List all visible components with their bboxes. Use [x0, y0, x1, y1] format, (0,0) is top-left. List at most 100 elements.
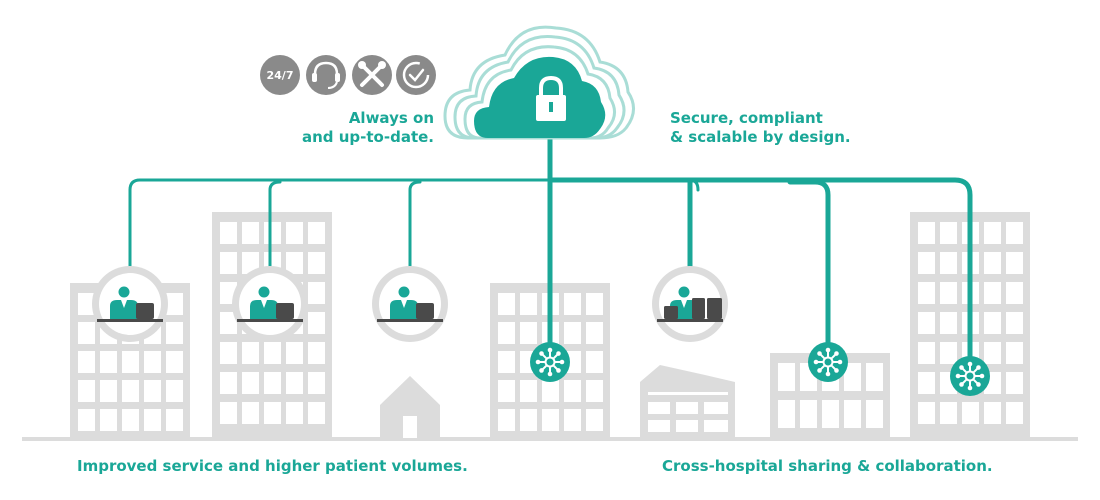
window — [918, 312, 935, 334]
cross-hospital-label: Cross-hospital sharing & collaboration. — [662, 457, 993, 475]
cloud-lock-icon — [443, 25, 635, 140]
window — [866, 400, 883, 428]
window — [940, 312, 957, 334]
window — [520, 322, 537, 344]
window — [220, 372, 237, 394]
window — [940, 402, 957, 424]
window — [940, 222, 957, 244]
workstation-icon — [92, 266, 168, 342]
window — [984, 222, 1001, 244]
warehouse-building — [640, 365, 735, 438]
window — [78, 322, 95, 344]
window — [166, 351, 183, 373]
always-on-line1: Always on — [348, 109, 434, 127]
24-7-badge-icon: 24/7 — [260, 55, 300, 95]
window — [78, 380, 95, 402]
window — [242, 252, 259, 274]
window — [286, 342, 303, 364]
window — [542, 409, 559, 431]
secure-line2: & scalable by design. — [670, 128, 851, 146]
window — [586, 409, 603, 431]
window — [100, 409, 117, 431]
window — [308, 282, 325, 304]
workstation-icon — [232, 266, 308, 342]
window — [1006, 282, 1023, 304]
window — [918, 252, 935, 274]
window — [822, 400, 839, 428]
window — [242, 372, 259, 394]
window — [918, 282, 935, 304]
window — [498, 409, 515, 431]
headset-icon — [306, 55, 346, 95]
secure-label: Secure, compliant & scalable by design. — [670, 109, 851, 147]
window — [564, 293, 581, 315]
window — [308, 372, 325, 394]
window — [918, 372, 935, 394]
window — [984, 252, 1001, 274]
window — [984, 282, 1001, 304]
window — [78, 409, 95, 431]
window — [962, 402, 979, 424]
window — [144, 351, 161, 373]
window — [520, 293, 537, 315]
window — [984, 342, 1001, 364]
24-7-badge-text: 24/7 — [267, 69, 294, 82]
window — [520, 380, 537, 402]
window — [308, 342, 325, 364]
window — [78, 351, 95, 373]
window — [242, 402, 259, 424]
window — [308, 252, 325, 274]
workstation-icon — [652, 266, 728, 342]
network-hub-icon — [808, 342, 848, 382]
window — [586, 293, 603, 315]
workstation-icon — [372, 266, 448, 342]
service-badges: 24/7 — [260, 55, 436, 95]
window — [220, 312, 237, 334]
connection-lines — [128, 135, 973, 363]
window — [498, 322, 515, 344]
house-building — [380, 376, 440, 438]
window — [264, 402, 281, 424]
window — [78, 293, 95, 315]
window — [800, 400, 817, 428]
window — [1006, 222, 1023, 244]
window — [100, 351, 117, 373]
window — [844, 363, 861, 391]
window — [166, 293, 183, 315]
always-on-label: Always on and up-to-date. — [300, 109, 434, 147]
window — [918, 402, 935, 424]
window — [564, 322, 581, 344]
window — [166, 380, 183, 402]
window — [144, 380, 161, 402]
window — [308, 402, 325, 424]
window — [1006, 252, 1023, 274]
window — [918, 222, 935, 244]
window — [498, 293, 515, 315]
window — [144, 409, 161, 431]
window — [520, 409, 537, 431]
window — [220, 252, 237, 274]
window — [586, 380, 603, 402]
window — [242, 222, 259, 244]
window — [122, 380, 139, 402]
window — [586, 322, 603, 344]
window — [1006, 402, 1023, 424]
window — [286, 402, 303, 424]
window — [564, 409, 581, 431]
window — [940, 342, 957, 364]
window — [844, 400, 861, 428]
window — [264, 372, 281, 394]
always-on-line2: and up-to-date. — [301, 128, 434, 146]
window — [242, 342, 259, 364]
window — [866, 363, 883, 391]
window — [220, 222, 237, 244]
window — [984, 312, 1001, 334]
window — [984, 402, 1001, 424]
window — [1006, 312, 1023, 334]
window — [586, 351, 603, 373]
secure-line1: Secure, compliant — [670, 109, 823, 127]
window — [940, 282, 957, 304]
network-hub-icon — [530, 342, 570, 382]
window — [286, 222, 303, 244]
